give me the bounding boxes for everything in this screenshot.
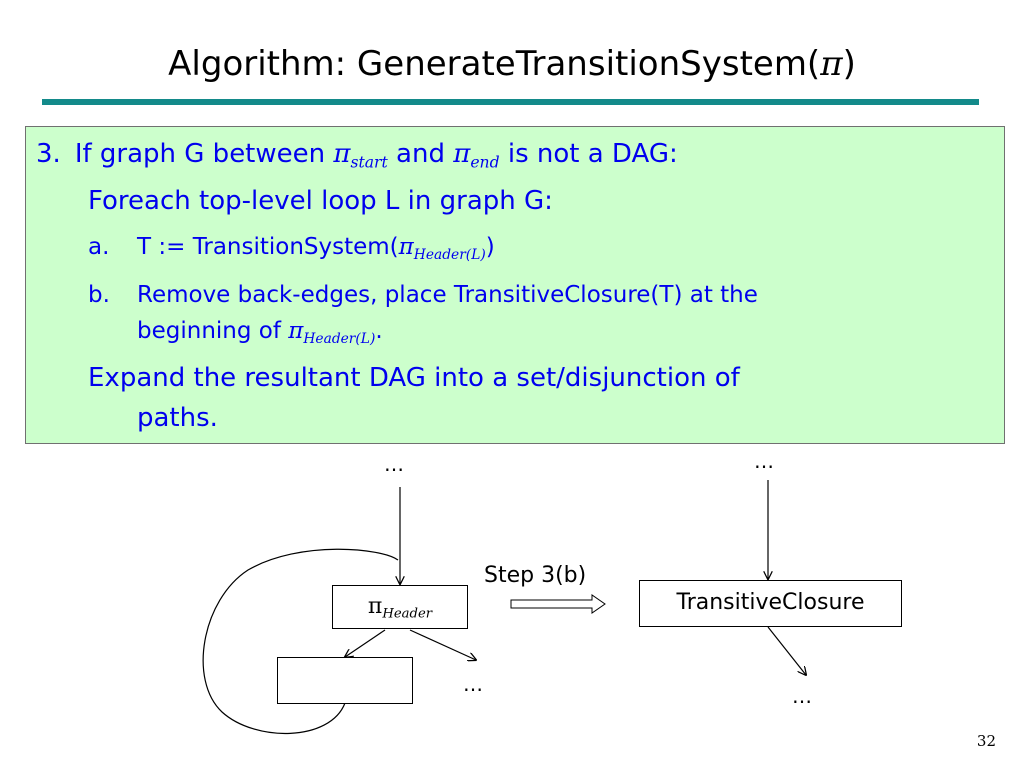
item-a-marker: a. xyxy=(88,234,110,260)
item-b-text-post: . xyxy=(375,318,383,344)
expand-line-2: paths. xyxy=(137,403,218,433)
step-3-text-mid: and xyxy=(387,139,454,169)
arrow-closure-exit xyxy=(767,626,806,675)
slide-title: Algorithm: GenerateTransitionSystem(π) xyxy=(0,44,1024,84)
item-b-text-pre: beginning of xyxy=(137,318,289,344)
item-a-text-pre: T := TransitionSystem( xyxy=(137,234,399,260)
header-node: πHeader xyxy=(332,585,468,629)
pi-subscript-header-l: Header(L) xyxy=(413,246,486,263)
arrow-header-to-body xyxy=(345,629,386,657)
algorithm-step-box: 3.If graph G between πstart and πend is … xyxy=(25,126,1005,444)
step-3-text-post: is not a DAG: xyxy=(499,139,678,169)
title-underline xyxy=(42,99,979,105)
step-3b-label: Step 3(b) xyxy=(484,563,587,588)
pi-symbol: π xyxy=(367,594,383,619)
pi-symbol: π xyxy=(288,318,304,344)
item-b-line-1: Remove back-edges, place TransitiveClosu… xyxy=(137,282,758,308)
ellipsis-top-left: … xyxy=(384,452,404,476)
arrow-header-exit xyxy=(409,629,476,660)
step-number: 3. xyxy=(36,139,61,169)
ellipsis-top-right: … xyxy=(754,449,774,473)
pi-symbol: π xyxy=(453,139,471,169)
foreach-line: Foreach top-level loop L in graph G: xyxy=(88,186,553,216)
item-b-line-2: beginning of πHeader(L). xyxy=(137,318,383,347)
header-node-label: πHeader xyxy=(333,594,467,622)
pi-subscript-end: end xyxy=(470,153,500,172)
header-subscript: Header xyxy=(382,606,433,622)
expand-line-1: Expand the resultant DAG into a set/disj… xyxy=(88,363,740,393)
pi-subscript-start: start xyxy=(350,153,388,172)
page-number: 32 xyxy=(976,732,996,750)
step-3-line: 3.If graph G between πstart and πend is … xyxy=(36,139,678,171)
step-transform-arrow xyxy=(510,594,606,614)
loop-body-node xyxy=(277,657,413,704)
ellipsis-header-exit: … xyxy=(463,672,483,696)
ellipsis-closure-exit: … xyxy=(792,684,812,708)
title-text: Algorithm: GenerateTransitionSystem( xyxy=(168,44,821,84)
item-a-text: T := TransitionSystem(πHeader(L)) xyxy=(137,234,495,263)
title-close-paren: ) xyxy=(842,44,856,84)
title-pi-symbol: π xyxy=(820,44,843,84)
transitive-closure-node: TransitiveClosure xyxy=(639,580,902,627)
item-b-marker: b. xyxy=(88,282,110,308)
pi-symbol: π xyxy=(398,234,414,260)
transitive-closure-label: TransitiveClosure xyxy=(676,590,865,615)
item-a-text-post: ) xyxy=(485,234,495,260)
pi-symbol: π xyxy=(333,139,351,169)
step-3-text-pre: If graph G between xyxy=(74,139,334,169)
loop-back-edge xyxy=(202,548,399,735)
pi-subscript-header-l: Header(L) xyxy=(303,330,376,347)
